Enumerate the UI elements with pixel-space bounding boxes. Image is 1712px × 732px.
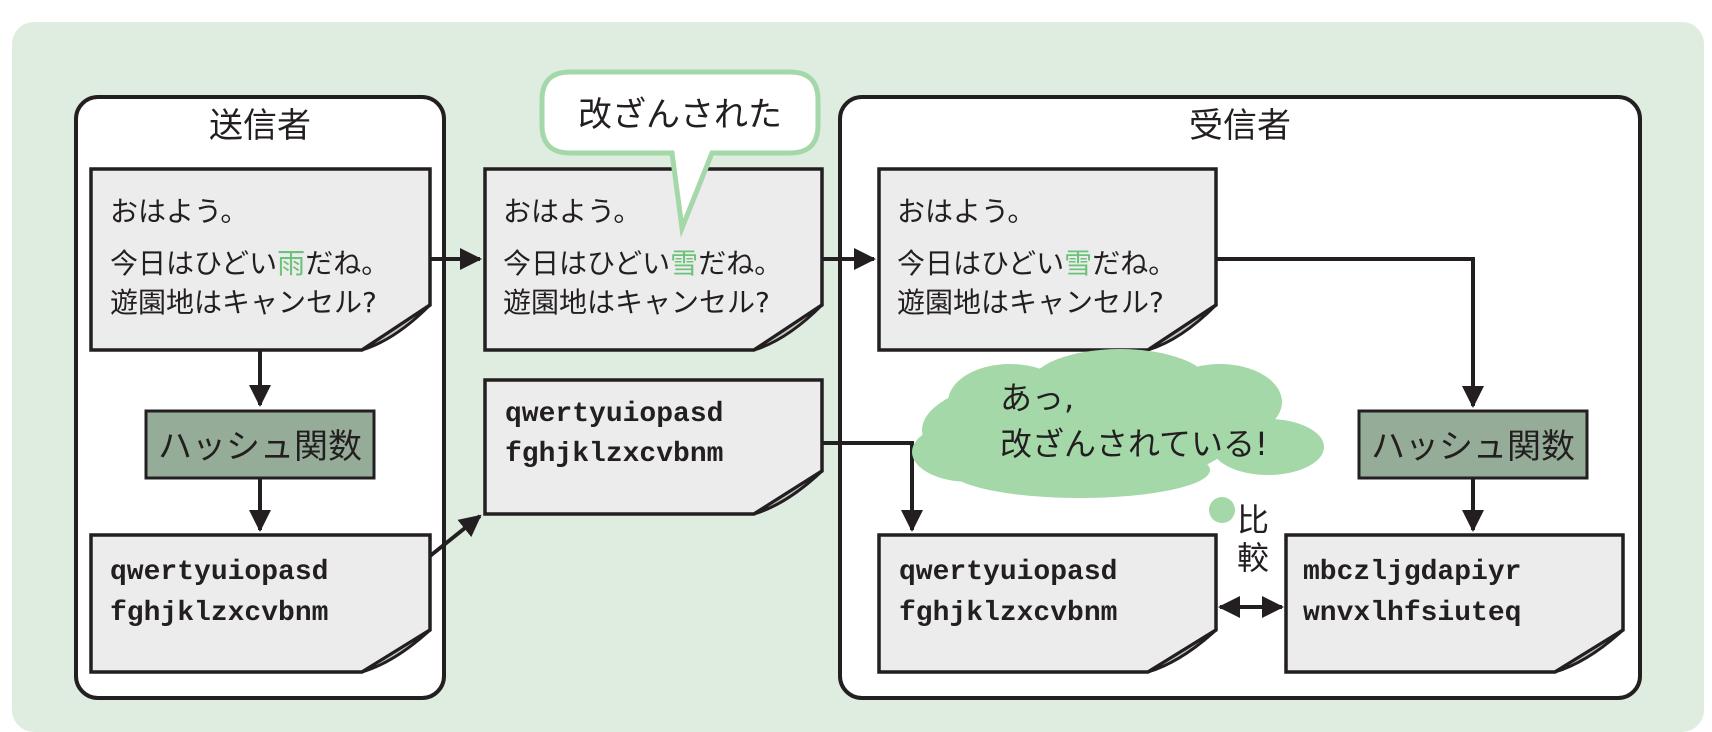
page-fold-icon (1147, 628, 1218, 674)
message-line-1: おはよう。 (503, 195, 641, 228)
transit-hash-document: qwertyuiopasd fghjklzxcvbnm (483, 378, 824, 516)
message-line-2: 今日はひどい雪だね。 (503, 247, 782, 280)
receiver-hash-function-box: ハッシュ関数 (1357, 409, 1589, 480)
thought-bubble: あっ, 改ざんされている! (912, 349, 1324, 523)
receiver-title: 受信者 (1189, 106, 1291, 146)
arrow-icon (822, 441, 923, 532)
hash-line-1: mbczljgdapiyr (1303, 557, 1521, 588)
hash-line-1: qwertyuiopasd (899, 557, 1117, 588)
hash-line-2: wnvxlhfsiuteq (1303, 598, 1521, 629)
arrow-icon (428, 514, 482, 558)
hash-line-1: qwertyuiopasd (110, 557, 328, 588)
flow-arrows (249, 248, 1484, 618)
recomputed-hash-document: mbczljgdapiyr wnvxlhfsiuteq (1284, 533, 1625, 674)
hash-line-2: fghjklzxcvbnm (899, 598, 1117, 629)
message-line-1: おはよう。 (110, 195, 248, 228)
svg-text:改ざんされた: 改ざんされた (578, 95, 782, 135)
svg-text:比: 比 (1237, 501, 1269, 539)
page-fold-icon (361, 303, 432, 352)
tampered-callout: 改ざんされた (539, 69, 821, 238)
message-line-2: 今日はひどい雨だね。 (110, 247, 389, 280)
arrow-icon (1216, 257, 1484, 408)
hash-line-1: qwertyuiopasd (505, 399, 723, 430)
svg-text:ハッシュ関数: ハッシュ関数 (158, 427, 362, 467)
page-fold-icon (753, 303, 824, 352)
svg-text:あっ,: あっ, (1000, 379, 1074, 417)
changed-word: 雨 (277, 247, 305, 280)
received-hash-document: qwertyuiopasd fghjklzxcvbnm (877, 533, 1218, 674)
sender-hash-document: qwertyuiopasd fghjklzxcvbnm (89, 533, 432, 674)
message-line-3: 遊園地はキャンセル? (110, 286, 377, 319)
message-line-3: 遊園地はキャンセル? (503, 286, 770, 319)
sender-hash-function-box: ハッシュ関数 (144, 409, 376, 480)
message-line-1: おはよう。 (897, 195, 1035, 228)
changed-word: 雪 (670, 247, 698, 280)
tampered-message-document: おはよう。 今日はひどい雪だね。 遊園地はキャンセル? (483, 167, 824, 352)
hash-line-2: fghjklzxcvbnm (110, 598, 328, 629)
svg-text:改ざんされている!: 改ざんされている! (1000, 425, 1268, 463)
svg-text:ハッシュ関数: ハッシュ関数 (1371, 427, 1575, 467)
message-line-3: 遊園地はキャンセル? (897, 286, 1164, 319)
hash-line-2: fghjklzxcvbnm (505, 439, 723, 470)
svg-text:較: 較 (1237, 539, 1269, 577)
received-message-document: おはよう。 今日はひどい雪だね。 遊園地はキャンセル? (877, 167, 1218, 352)
compare-label: 比 較 (1237, 501, 1269, 577)
page-fold-icon (361, 628, 432, 674)
sender-message-document: おはよう。 今日はひどい雨だね。 遊園地はキャンセル? (89, 167, 432, 352)
changed-word: 雪 (1064, 247, 1092, 280)
page-fold-icon (1147, 303, 1218, 352)
page-fold-icon (1554, 628, 1625, 674)
message-line-2: 今日はひどい雪だね。 (897, 247, 1176, 280)
page-fold-icon (753, 469, 824, 516)
sender-title: 送信者 (209, 106, 311, 146)
